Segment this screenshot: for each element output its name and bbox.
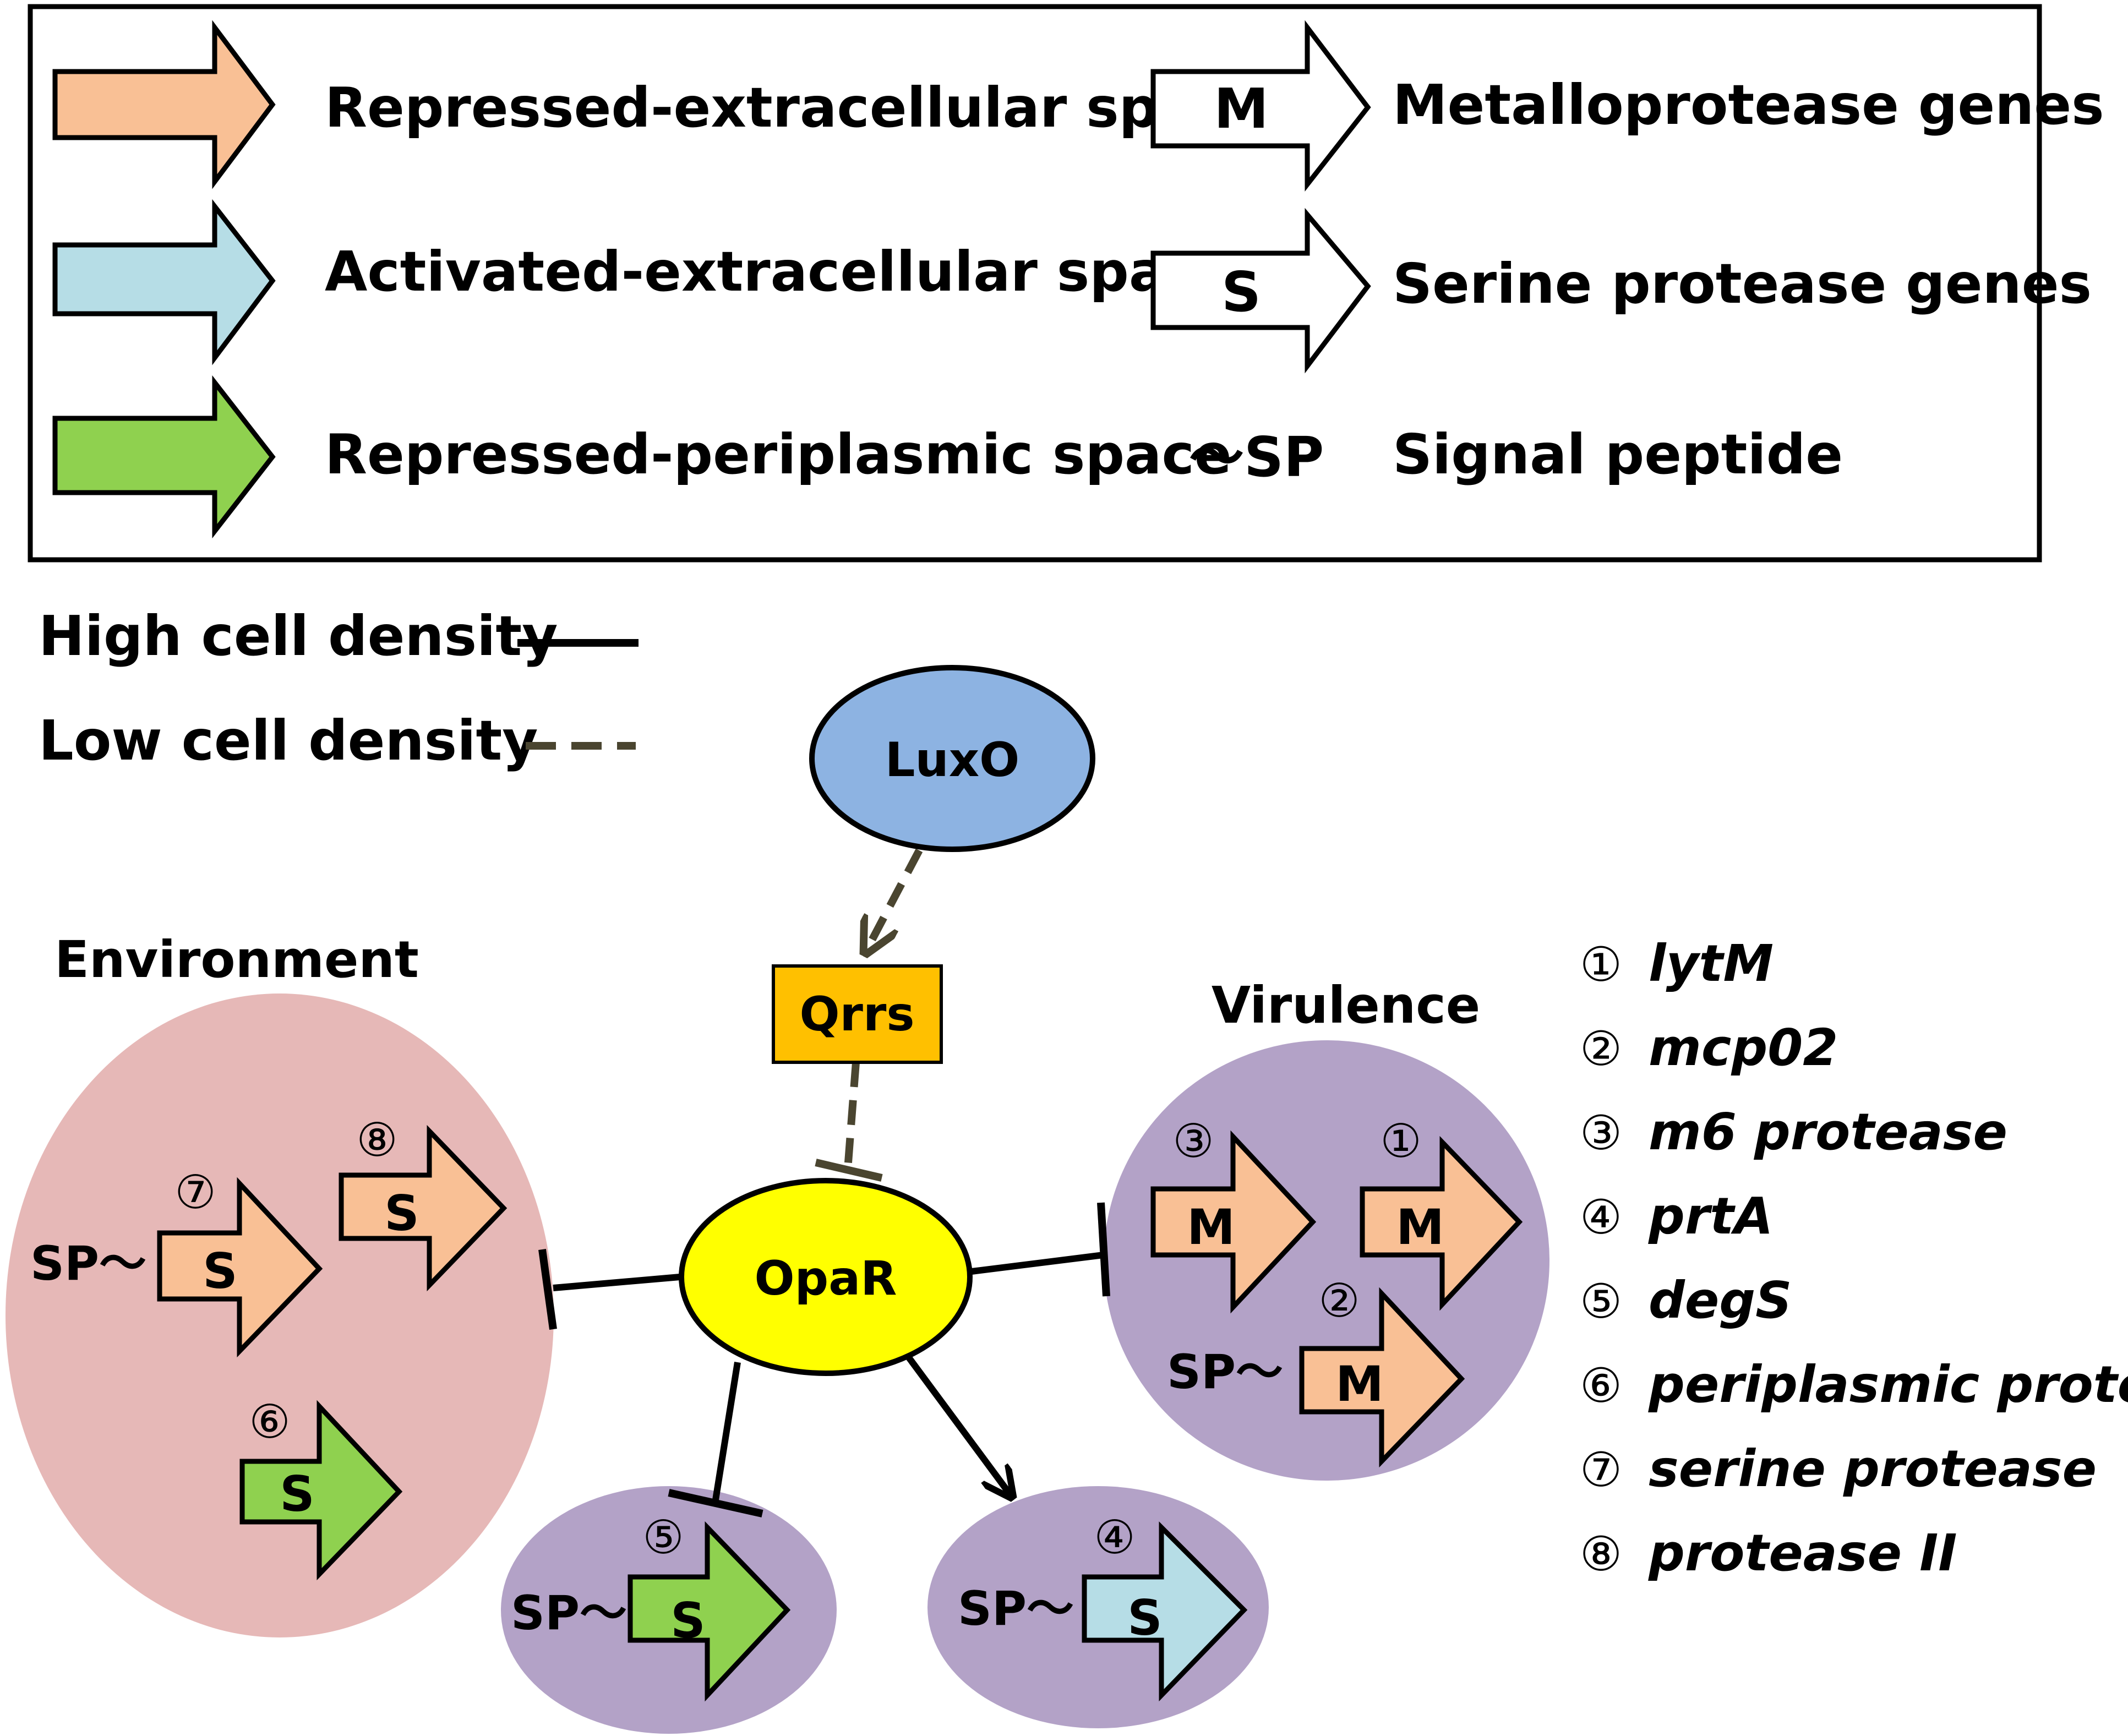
virulence-inhibit-bar [1097, 1202, 1110, 1297]
legend-symbol-signal-peptide: ～SP [1189, 425, 1324, 489]
gene-7-signal-peptide: SP～ [30, 1236, 146, 1291]
gene-5: S ⑤ SP～ [511, 1510, 791, 1702]
gene-6: S ⑥ [239, 1395, 403, 1581]
legend-arrow-repressed-periplasmic [52, 375, 276, 539]
environment-region [6, 993, 554, 1637]
gene-key-number: ⑧ [1580, 1527, 1622, 1582]
legend-border [28, 4, 2042, 563]
gene-5-type: S [670, 1592, 705, 1649]
gene-5-arrow [628, 1521, 791, 1702]
gene-3-arrow [1150, 1130, 1317, 1314]
opar-inhibits-environment-link [553, 1274, 680, 1291]
gene-2-number: ② [1318, 1274, 1360, 1328]
gene-key-name: prtA [1648, 1187, 1773, 1246]
gene-3: M ③ [1150, 1114, 1317, 1314]
qrrs-inhibits-opar-link [844, 1062, 860, 1170]
gene-7-arrow [157, 1177, 323, 1358]
gene-2-type: M [1335, 1356, 1384, 1412]
gene-1-type: M [1396, 1199, 1444, 1255]
low-density-label: Low cell density [39, 708, 538, 773]
gene-key-name: degS [1649, 1271, 1792, 1330]
legend-label-signal-peptide: Signal peptide [1393, 422, 1843, 487]
gene-key-number: ⑤ [1580, 1274, 1622, 1329]
gene-1-number: ① [1380, 1114, 1421, 1168]
gene-key-number: ⑦ [1580, 1443, 1622, 1498]
legend-symbol-metalloprotease: M [1214, 77, 1269, 141]
gene-6-arrow [239, 1400, 403, 1581]
gene-3-type: M [1187, 1199, 1235, 1255]
gene-2-signal-peptide: SP～ [1167, 1345, 1283, 1400]
luxo-to-qrrs-link [867, 848, 923, 949]
legend-label-serine-protease: Serine protease genes [1393, 252, 2092, 316]
gene-8: S ⑧ [339, 1113, 508, 1292]
gene-1: M ① [1360, 1114, 1523, 1311]
gene-6-type: S [280, 1466, 314, 1522]
legend-label-repressed-periplasmic: Repressed-periplasmic space [325, 422, 1232, 487]
gene-key-name: periplasmic protease [1648, 1355, 2128, 1414]
gene-key-name: mcp02 [1649, 1018, 1838, 1077]
gene-4: S ④ SP～ [958, 1510, 1248, 1702]
gene-7-type: S [203, 1243, 237, 1300]
gene-key-name: protease II [1648, 1524, 1957, 1582]
gene-key-name: lytM [1649, 934, 1774, 993]
density-key: High cell density Low cell density [39, 604, 639, 773]
legend-label-activated-extracellular: Activated-extracellular space [325, 239, 1236, 304]
high-density-label: High cell density [39, 604, 558, 668]
gene-4-arrow [1082, 1521, 1248, 1702]
legend-arrow-metalloprotease [1150, 20, 1371, 192]
luxo-node [809, 665, 1095, 852]
gene-5-signal-peptide: SP～ [511, 1586, 627, 1641]
gene-7-number: ⑦ [174, 1165, 216, 1219]
legend-box: Repressed-extracellular space Activated-… [28, 4, 2104, 563]
legend-symbol-serine-protease: S [1221, 260, 1261, 324]
environment-label: Environment [54, 930, 419, 989]
opar-node [679, 1178, 973, 1376]
legend-label-metalloprotease: Metalloprotease genes [1393, 73, 2104, 137]
legend-arrow-repressed-extracellular [52, 20, 276, 189]
gene-8-number: ⑧ [356, 1113, 397, 1167]
opar-inhibits-virulence-link [971, 1252, 1104, 1275]
legend-arrow-serine-protease [1150, 208, 1371, 374]
qrrs-inhibit-bar [815, 1159, 883, 1182]
gene-5-number: ⑤ [642, 1510, 684, 1564]
degs-inhibit-bar [668, 1489, 763, 1517]
gene-key: ① lytM ② mcp02 ③ m6 protease ④ prtA ⑤ degS ⑥ peripl… [1580, 934, 2128, 1582]
gene-key-number: ③ [1580, 1106, 1622, 1161]
opar-activates-prta-link [905, 1355, 1010, 1494]
gene-key-number: ⑥ [1580, 1358, 1622, 1413]
virulence-label: Virulence [1212, 976, 1480, 1035]
gene-8-arrow [339, 1124, 508, 1292]
gene-4-number: ④ [1094, 1510, 1135, 1564]
gene-key-number: ② [1580, 1022, 1622, 1077]
opar-inhibits-degs-link [712, 1362, 741, 1500]
gene-1-arrow [1360, 1136, 1523, 1311]
gene-8-type: S [384, 1185, 419, 1242]
luxo-label: LuxO [885, 733, 1020, 788]
gene-7: S ⑦ SP～ [30, 1165, 323, 1358]
legend-label-repressed-extracellular: Repressed-extracellular space [325, 75, 1265, 140]
environment-inhibit-bar [538, 1249, 557, 1330]
legend-arrow-activated-extracellular [52, 199, 276, 365]
gene-4-signal-peptide: SP～ [958, 1581, 1074, 1636]
opar-label: OpaR [755, 1251, 897, 1306]
gene-key-number: ④ [1580, 1190, 1622, 1245]
qrrs-node [772, 964, 943, 1064]
gene-key-number: ① [1580, 937, 1622, 992]
gene-4-type: S [1127, 1590, 1162, 1646]
gene-6-number: ⑥ [249, 1395, 290, 1449]
qrrs-label: Qrrs [799, 987, 914, 1042]
gene-key-name: m6 protease [1649, 1102, 2007, 1161]
gene-key-name: serine protease [1649, 1439, 2097, 1498]
gene-3-number: ③ [1172, 1114, 1214, 1168]
regulatory-links [538, 848, 1110, 1517]
gene-2-arrow [1299, 1287, 1465, 1468]
gene-2: M ② SP～ [1167, 1274, 1465, 1468]
